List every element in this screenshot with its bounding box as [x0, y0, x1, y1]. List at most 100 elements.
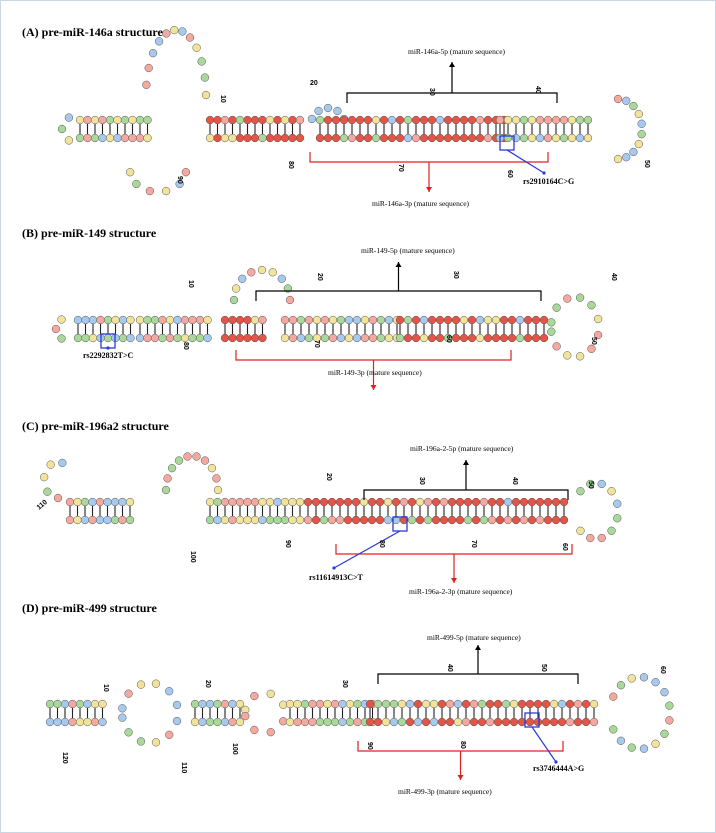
nucleotide [173, 315, 182, 325]
nucleotide [379, 133, 389, 143]
nucleotide [535, 115, 545, 125]
nucleotide [607, 526, 616, 535]
nucleotide [493, 699, 503, 709]
panel-a-num-90: 90 [176, 176, 183, 184]
arrow-head [457, 775, 464, 780]
nucleotide [151, 679, 161, 688]
nucleotide [533, 717, 543, 727]
nucleotide [205, 699, 215, 709]
nucleotide [501, 699, 511, 709]
nucleotide [525, 717, 535, 727]
nucleotide [323, 115, 333, 125]
nucleotide [483, 315, 493, 325]
nucleotide [265, 133, 275, 143]
nucleotide [243, 497, 252, 507]
nucleotide [205, 133, 215, 143]
nucleotide [397, 717, 407, 727]
nucleotide [73, 497, 82, 507]
nucleotide [391, 497, 401, 507]
nucleotide [205, 115, 215, 125]
nucleotide [258, 133, 267, 143]
nucleotide [228, 497, 237, 507]
nucleotide [295, 515, 305, 525]
nucleotide [143, 333, 152, 343]
panel-b-mature-3p-label: miR-149-3p (mature sequence) [328, 368, 422, 377]
nucleotide [163, 474, 172, 483]
nucleotide [629, 101, 638, 111]
nucleotide [551, 497, 561, 507]
nucleotide [81, 315, 90, 325]
nucleotide [73, 333, 83, 343]
nucleotide [75, 133, 85, 143]
nucleotide [323, 717, 332, 727]
nucleotide [552, 342, 561, 351]
panel-a-num-60: 60 [506, 170, 513, 178]
nucleotide [395, 333, 405, 343]
nucleotide [535, 133, 545, 143]
nucleotide [511, 115, 521, 125]
nucleotide [395, 315, 405, 325]
nucleotide [273, 133, 282, 143]
nucleotide [549, 699, 559, 709]
nucleotide [88, 515, 97, 525]
arrow-head [449, 62, 455, 67]
nucleotide [90, 699, 100, 709]
nucleotide [75, 115, 85, 125]
nucleotide [651, 678, 660, 687]
snp-pointer [333, 530, 401, 569]
nucleotide [118, 497, 127, 507]
nucleotide [213, 515, 222, 525]
panel-a-num-20: 20 [310, 80, 318, 87]
panel-c-title: (C) pre-miR-196a2 structure [22, 419, 170, 433]
nucleotide [285, 295, 295, 305]
nucleotide [213, 699, 222, 709]
nucleotide [439, 497, 449, 507]
nucleotide [212, 474, 221, 483]
nucleotide [463, 515, 473, 525]
nucleotide [411, 315, 421, 325]
panel-d-num-100: 100 [231, 743, 238, 755]
nucleotide [375, 497, 385, 507]
nucleotide [88, 497, 97, 507]
nucleotide [235, 699, 245, 709]
nucleotide [607, 487, 616, 496]
nucleotide [57, 315, 66, 324]
nucleotide [335, 515, 345, 525]
panel-d-num-50: 50 [540, 664, 547, 672]
nucleotide [581, 699, 591, 709]
nucleotide [343, 515, 353, 525]
nucleotide [315, 717, 325, 727]
nucleotide [501, 717, 511, 727]
nucleotide [188, 333, 197, 343]
nucleotide [180, 333, 190, 343]
nucleotide [331, 115, 341, 125]
panel-a-num-30: 30 [428, 88, 435, 96]
nucleotide [311, 497, 321, 507]
nucleotide [455, 515, 465, 525]
nucleotide [495, 515, 505, 525]
nucleotide [338, 699, 347, 709]
nucleotide [368, 333, 378, 343]
nucleotide [300, 699, 310, 709]
nucleotide [557, 699, 567, 709]
base-layer [40, 25, 674, 780]
nucleotide [347, 133, 357, 143]
nucleotide [627, 674, 636, 683]
nucleotide [103, 315, 113, 325]
nucleotide [552, 303, 561, 312]
panel-c-snp-label: rs11614913C>T [309, 573, 364, 582]
nucleotide [243, 133, 252, 143]
nucleotide [273, 115, 282, 125]
nucleotide [145, 186, 155, 196]
nucleotide [371, 115, 381, 125]
nucleotide [103, 333, 113, 343]
nucleotide [88, 315, 98, 325]
nucleotide [339, 115, 349, 125]
nucleotide [158, 315, 167, 325]
nucleotide [136, 680, 146, 689]
nucleotide [389, 699, 399, 709]
nucleotide [479, 497, 489, 507]
nucleotide [241, 711, 250, 721]
panel-c-num-20: 20 [325, 473, 332, 481]
panel-d-mature-3p-label: miR-499-3p (mature sequence) [398, 787, 492, 796]
